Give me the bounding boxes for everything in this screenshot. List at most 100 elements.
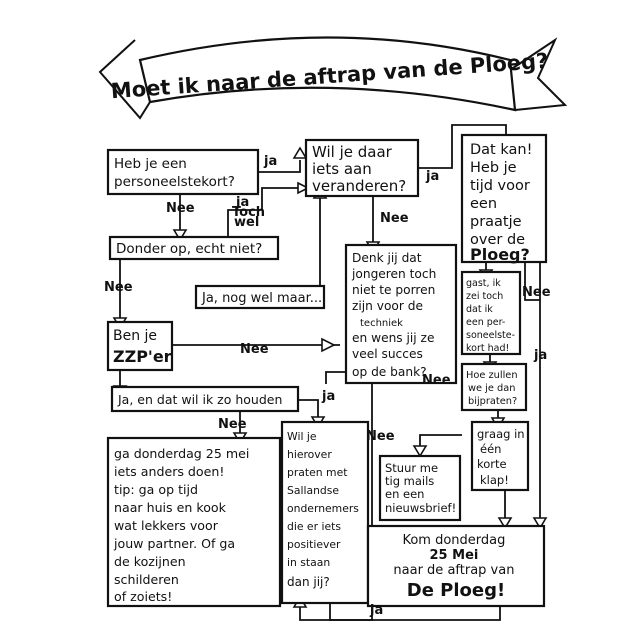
node-veranderen: Wil je daar iets aan veranderen? <box>312 143 406 195</box>
node-korte-klap-line: één <box>480 442 501 456</box>
node-gast-line: kort had! <box>466 343 509 354</box>
node-kom: Kom donderdag 25 Mei naar de aftrap van … <box>393 533 518 601</box>
node-sallandse: Wil je hierover praten met Sallandse ond… <box>287 430 362 589</box>
node-iets-anders-line: of zoiets! <box>114 589 172 604</box>
node-sallandse-line: Wil je <box>287 430 317 443</box>
node-dat-kan-line: een <box>470 196 497 212</box>
node-kom-line: De Ploeg! <box>407 580 505 601</box>
node-hoe-praten: Hoe zullen we je dan bijpraten? <box>466 370 521 407</box>
node-iets-anders-line: wat lekkers voor <box>114 518 219 533</box>
node-iets-anders-line: de kozijnen <box>114 554 186 569</box>
node-personeelstekort-line: Heb je een <box>114 156 187 172</box>
node-personeelstekort: Heb je een personeelstekort? <box>114 156 235 190</box>
node-donder-op-box <box>108 235 280 261</box>
node-korte-klap: graag in één korte klap! <box>477 427 528 487</box>
node-jongeren-line: jongeren toch <box>351 267 436 281</box>
node-sallandse-line: positiever <box>287 538 341 551</box>
node-jongeren-line: op de bank? <box>352 365 427 379</box>
node-sallandse-line: Sallandse <box>287 484 339 497</box>
node-sallandse-line: praten met <box>287 466 347 479</box>
node-iets-anders-line: naar huis en kook <box>114 500 227 515</box>
node-zo-houden: Ja, en dat wil ik zo houden <box>117 392 282 407</box>
edge-label: ja <box>321 389 335 404</box>
node-zo-houden-box <box>110 385 300 413</box>
node-iets-anders-line: tip: ga op tijd <box>114 482 198 497</box>
node-veranderen-line: iets aan <box>312 160 372 178</box>
node-korte-klap-line: klap! <box>480 473 509 487</box>
edge-label: Nee <box>240 342 269 357</box>
node-veranderen-line: veranderen? <box>312 177 406 195</box>
node-korte-klap-box <box>470 420 530 492</box>
node-korte-klap-line: korte <box>477 457 507 471</box>
node-donder-op-line: Donder op, echt niet? <box>116 241 262 257</box>
node-zzper-line: ZZP'er <box>113 347 172 366</box>
node-stuur-mails-line: tig mails <box>385 474 434 488</box>
edge-label: Nee <box>522 285 551 300</box>
node-jongeren-line: zijn voor de <box>352 299 423 313</box>
node-jongeren-line: veel succes <box>352 347 423 361</box>
node-nog-wel-maar-line: Ja, nog wel maar... <box>201 291 322 306</box>
edge-label: Nee <box>166 201 195 216</box>
node-kom-line: 25 Mei <box>430 548 479 563</box>
node-stuur-mails: Stuur me tig mails en een nieuwsbrief! <box>385 461 456 515</box>
edge-label-line: ja <box>235 195 249 210</box>
node-nog-wel-maar: Ja, nog wel maar... <box>201 291 322 306</box>
node-gast-line: soneelste- <box>466 330 515 341</box>
node-iets-anders-line: jouw partner. Of ga <box>113 536 235 551</box>
node-gast-line: gast, ik <box>466 278 501 289</box>
node-jongeren-line: techniek <box>360 318 403 329</box>
connectors <box>119 124 541 621</box>
edge-label-line: wel <box>234 215 259 230</box>
node-texts: Heb je een personeelstekort? Wil je daar… <box>113 142 537 604</box>
node-jongeren: Denk jij dat jongeren toch niet te porre… <box>351 251 440 379</box>
node-sallandse-box <box>280 420 370 605</box>
node-gast: gast, ik zei toch dat ik een per- soneel… <box>466 278 518 354</box>
node-stuur-mails-line: en een <box>385 487 424 501</box>
node-dat-kan: Dat kan! Heb je tijd voor een praatje ov… <box>470 142 537 264</box>
title-banner: Moet ik naar de aftrap van de Ploeg? <box>98 36 568 120</box>
edge-label: ja <box>263 154 277 169</box>
node-gast-box <box>460 270 522 356</box>
node-donder-op: Donder op, echt niet? <box>116 241 262 257</box>
node-kom-box <box>366 524 546 608</box>
node-jongeren-line: en wens jij ze <box>352 331 434 345</box>
node-personeelstekort-line: personeelstekort? <box>114 174 235 190</box>
node-jongeren-box <box>344 243 458 385</box>
node-stuur-mails-line: nieuwsbrief! <box>385 501 456 515</box>
node-boxes <box>106 133 548 608</box>
node-veranderen-box <box>304 138 420 198</box>
node-gast-line: dat ik <box>466 304 493 315</box>
node-gast-line: zei toch <box>466 291 503 302</box>
node-stuur-mails-box <box>378 454 462 522</box>
node-zo-houden-line: Ja, en dat wil ik zo houden <box>117 392 282 407</box>
edge-label: Nee <box>380 211 409 226</box>
edge-label: ja <box>425 169 439 184</box>
node-stuur-mails-line: Stuur me <box>385 461 438 475</box>
node-iets-anders-box <box>106 436 282 608</box>
node-hoe-praten-line: we je dan <box>468 383 515 394</box>
node-dat-kan-line: Heb je <box>470 160 517 176</box>
node-iets-anders: ga donderdag 25 mei iets anders doen! ti… <box>113 446 253 604</box>
node-dat-kan-line: Ploeg? <box>470 245 530 264</box>
node-hoe-praten-line: Hoe zullen <box>466 370 518 381</box>
node-hoe-praten-box <box>460 362 528 412</box>
node-iets-anders-line: ga donderdag 25 mei <box>114 446 249 461</box>
node-sallandse-line: die er iets <box>287 520 341 533</box>
node-kom-line: Kom donderdag <box>402 533 505 548</box>
node-zzper: Ben je ZZP'er <box>113 328 172 366</box>
node-sallandse-line: ondernemers <box>287 502 359 515</box>
node-dat-kan-line: praatje <box>470 214 522 230</box>
node-sallandse-line: in staan <box>287 556 330 569</box>
node-nog-wel-maar-box <box>194 284 326 310</box>
node-veranderen-line: Wil je daar <box>312 143 393 161</box>
node-iets-anders-line: schilderen <box>114 572 179 587</box>
node-sallandse-line: dan jij? <box>287 575 330 589</box>
edge-label: Nee <box>422 373 451 388</box>
edge-label: ja <box>533 348 547 363</box>
edge-label: Nee <box>366 429 395 444</box>
edge-label-line: Toch <box>232 205 265 220</box>
node-dat-kan-line: Dat kan! <box>470 142 532 158</box>
node-korte-klap-line: graag in <box>477 427 525 441</box>
edge-label: Nee <box>104 280 133 295</box>
